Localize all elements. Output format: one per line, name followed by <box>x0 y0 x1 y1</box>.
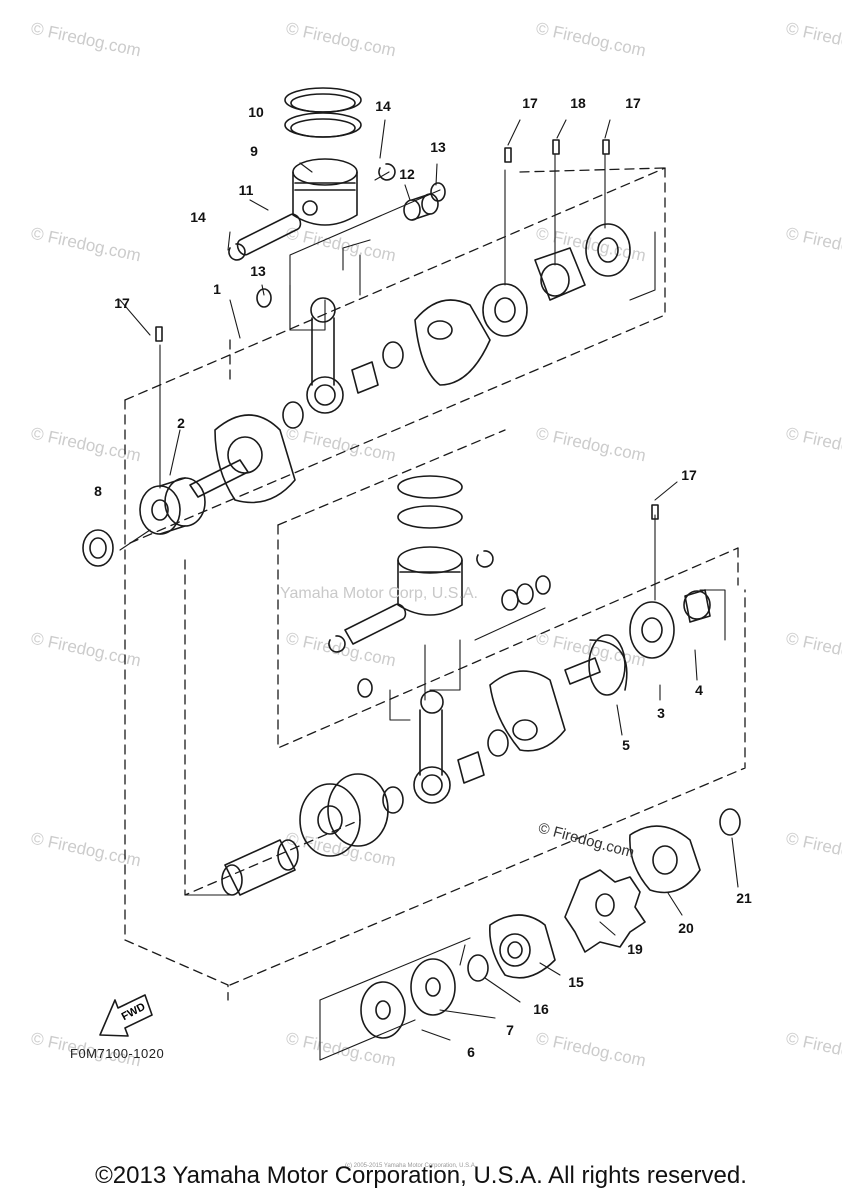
callout-12: 12 <box>399 166 415 182</box>
callout-17-d: 17 <box>681 467 697 483</box>
callout-4: 4 <box>695 682 703 698</box>
callout-8: 8 <box>94 483 102 499</box>
callout-5: 5 <box>622 737 630 753</box>
callout-10: 10 <box>248 104 264 120</box>
callout-13-lower: 13 <box>250 263 266 279</box>
leader-lines <box>119 119 739 1061</box>
callout-9: 9 <box>250 143 258 159</box>
callout-17-a: 17 <box>522 95 538 111</box>
callout-21: 21 <box>736 890 752 906</box>
fwd-arrow-icon <box>99 994 153 1037</box>
lower-assembly <box>221 475 741 1039</box>
callout-16: 16 <box>533 1001 549 1017</box>
callout-17-c: 17 <box>114 295 130 311</box>
callout-19: 19 <box>627 941 643 957</box>
small-note: (c) 2005-2015 Yamaha Motor Corporation, … <box>345 1163 477 1169</box>
callout-18: 18 <box>570 95 586 111</box>
callout-2: 2 <box>177 415 185 431</box>
copyright-notice: ©2013 Yamaha Motor Corporation, U.S.A. A… <box>95 1162 747 1189</box>
callout-20: 20 <box>678 920 694 936</box>
callout-3: 3 <box>657 705 665 721</box>
callout-14-upper: 14 <box>375 98 391 114</box>
callout-15: 15 <box>568 974 584 990</box>
center-watermark: Yamaha Motor Corp, U.S.A. <box>280 585 478 602</box>
callout-14-lower: 14 <box>190 209 206 225</box>
callout-11: 11 <box>238 182 254 198</box>
upper-assembly <box>82 87 631 567</box>
callout-1: 1 <box>213 281 221 297</box>
callout-17-b: 17 <box>625 95 641 111</box>
callout-7: 7 <box>506 1022 514 1038</box>
figure-code: F0M7100-1020 <box>70 1046 165 1061</box>
callout-6: 6 <box>467 1044 475 1060</box>
callout-13-upper: 13 <box>430 139 446 155</box>
